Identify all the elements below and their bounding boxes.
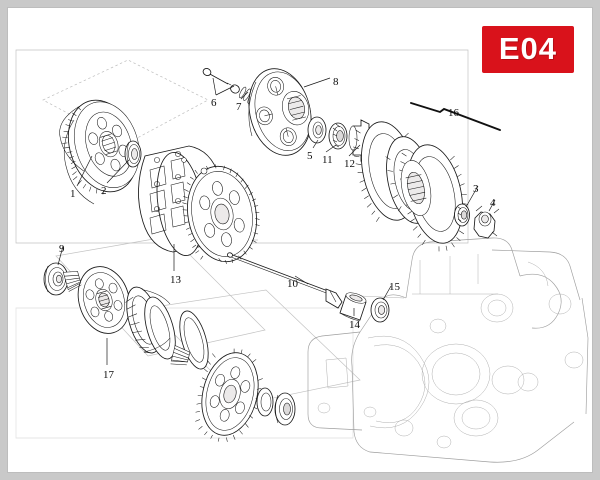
diagram-code-badge: E04 bbox=[481, 26, 574, 73]
diagram-canvas: .ln{fill:none;stroke:#1a1a1a;stroke-widt… bbox=[8, 8, 592, 472]
part-9-oil-seal bbox=[43, 262, 69, 296]
callout-11: 11 bbox=[322, 154, 333, 166]
part-1-primary-drive-gear bbox=[59, 99, 140, 205]
part-8-pressure-plate bbox=[248, 68, 312, 156]
callout-15: 15 bbox=[389, 281, 400, 293]
part-14-push-rod-bushing bbox=[339, 292, 367, 322]
part-16-clutch-plate-set bbox=[353, 102, 501, 252]
callout-3: 3 bbox=[473, 183, 479, 195]
part-17-primary-driven-gear-assembly bbox=[62, 266, 209, 370]
callout-17: 17 bbox=[103, 369, 114, 381]
part-3-bearing bbox=[454, 203, 470, 227]
diagram-code-text: E04 bbox=[498, 31, 557, 66]
callout-10: 10 bbox=[287, 278, 298, 290]
callout-16: 16 bbox=[448, 107, 459, 119]
callout-1: 1 bbox=[70, 188, 76, 200]
part-11-release-bearing bbox=[328, 122, 348, 150]
part-4-bearing-retainer bbox=[473, 205, 500, 239]
engine-case-outline bbox=[307, 237, 589, 463]
part-15-push-rod-washer bbox=[370, 297, 390, 323]
callout-13: 13 bbox=[170, 274, 181, 286]
leader-lines bbox=[57, 77, 496, 365]
callout-7: 7 bbox=[236, 101, 242, 113]
callout-5: 5 bbox=[307, 150, 313, 162]
part-5-washer bbox=[307, 116, 327, 144]
callout-12: 12 bbox=[344, 158, 355, 170]
part-6-clutch-bolt bbox=[202, 68, 232, 86]
part-13-clutch-housing bbox=[138, 145, 260, 265]
bottom-driven-gear bbox=[170, 345, 296, 442]
callout-4: 4 bbox=[490, 197, 496, 209]
callout-2: 2 bbox=[101, 185, 107, 197]
part-10-clutch-push-rod bbox=[227, 252, 343, 309]
callout-9: 9 bbox=[59, 243, 65, 255]
callout-8: 8 bbox=[333, 76, 339, 88]
callout-14: 14 bbox=[349, 319, 360, 331]
part-2-thrust-washer bbox=[124, 140, 142, 168]
callout-6: 6 bbox=[211, 97, 217, 109]
diagram-page: .ln{fill:none;stroke:#1a1a1a;stroke-widt… bbox=[8, 8, 592, 472]
